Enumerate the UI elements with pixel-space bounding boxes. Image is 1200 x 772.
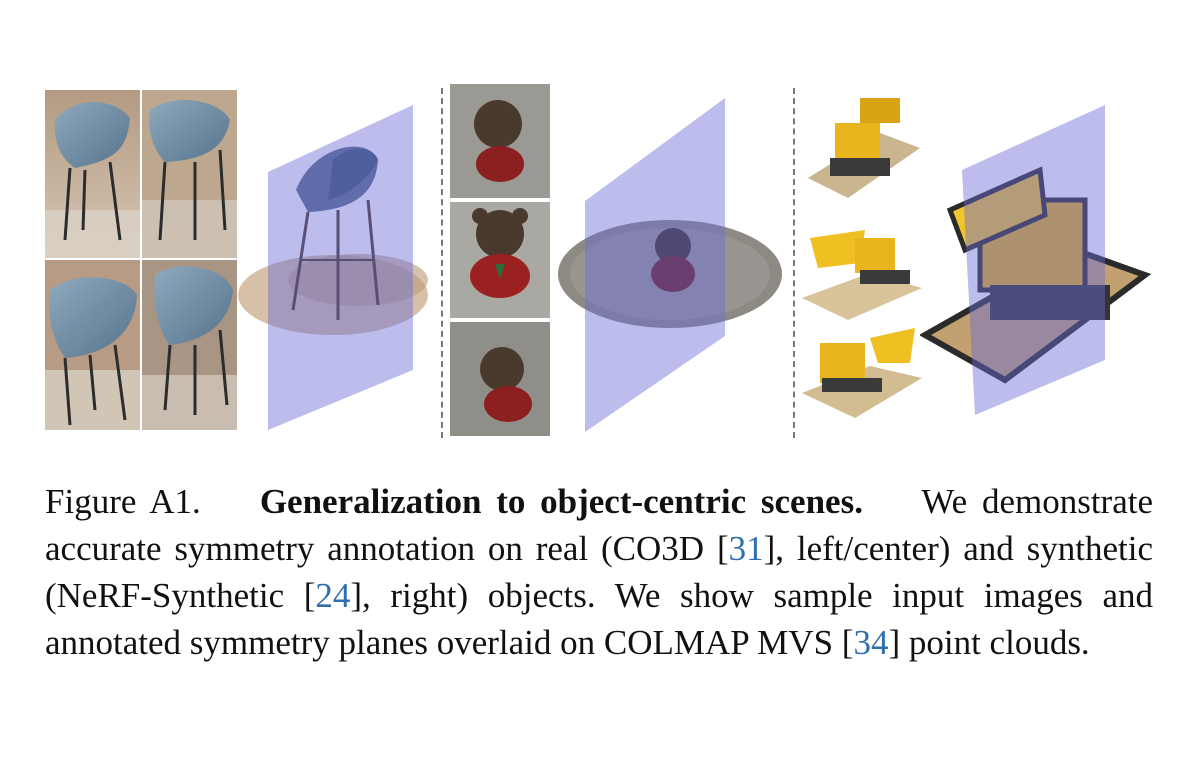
caption-text-2: ], left/center) and synthetic (NeRF-Synt… xyxy=(45,529,1153,615)
chair-point-cloud xyxy=(238,100,438,430)
lego-input-images xyxy=(800,88,925,438)
lego-pointcloud-illustration xyxy=(920,105,1152,415)
bear-pointcloud-illustration xyxy=(558,98,782,432)
caption-label: Figure A1. xyxy=(45,482,201,521)
figure-caption: Figure A1. Generalization to object-cent… xyxy=(45,478,1153,666)
caption-text-4: ] point clouds. xyxy=(888,623,1090,662)
chair-pointcloud-illustration xyxy=(238,105,428,430)
bear-input-images xyxy=(450,84,550,436)
chair-input-images xyxy=(45,90,237,430)
caption-text-3: ], right) objects. We show sample input … xyxy=(45,576,1153,662)
chair-photos-illustration xyxy=(45,90,237,430)
separator-left xyxy=(441,88,443,438)
lego-photos-illustration xyxy=(802,98,922,418)
citation-34[interactable]: 34 xyxy=(853,623,889,662)
caption-title: Generalization to object-centric scenes. xyxy=(259,482,863,521)
figure-panels xyxy=(45,84,1160,438)
lego-point-cloud xyxy=(920,100,1160,420)
bear-point-cloud xyxy=(555,96,785,432)
citation-31[interactable]: 31 xyxy=(728,529,764,568)
separator-right xyxy=(793,88,795,438)
bear-photos-illustration xyxy=(450,84,550,436)
caption-text-1: We demonstrate accurate symmetry annotat… xyxy=(45,482,1153,568)
citation-24[interactable]: 24 xyxy=(315,576,351,615)
